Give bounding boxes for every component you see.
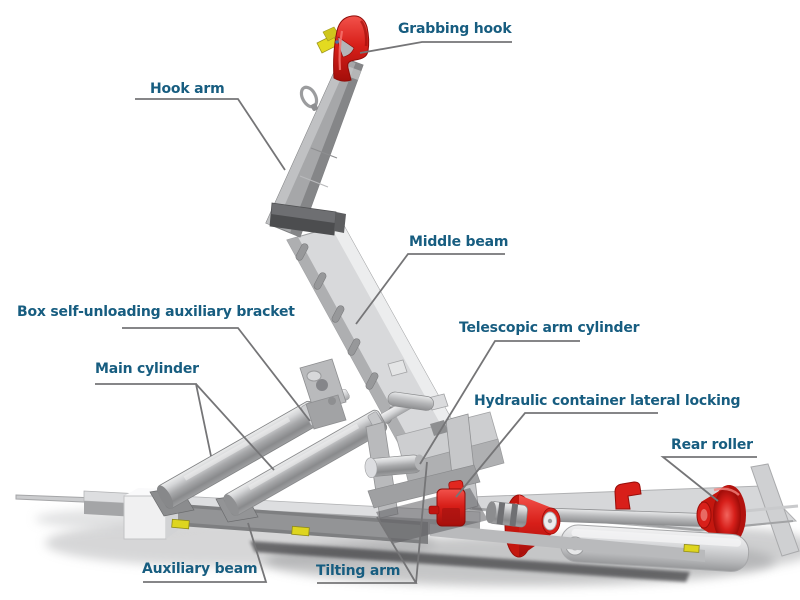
warning-sticker xyxy=(683,544,700,553)
part-lateral-lock xyxy=(428,480,466,527)
part-chassis-roller xyxy=(485,501,528,528)
part-hook-arm xyxy=(265,56,364,238)
warning-sticker xyxy=(171,518,190,530)
part-shackle-ring xyxy=(299,85,319,111)
warning-sticker xyxy=(291,525,310,537)
part-auxiliary-bracket xyxy=(299,358,347,430)
